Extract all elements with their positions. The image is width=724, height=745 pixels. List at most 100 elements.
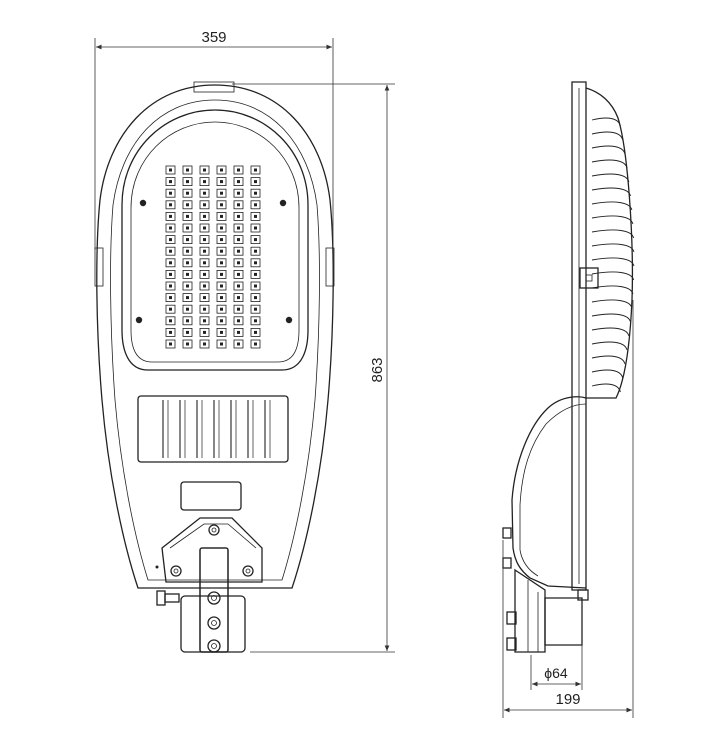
- led-chip: [199, 188, 210, 198]
- led-chip: [165, 327, 176, 337]
- led-chip: [216, 223, 227, 233]
- side-view: ϕ64: [502, 81, 635, 690]
- led-chip: [199, 269, 210, 279]
- led-chip: [165, 211, 176, 221]
- pole-adapter: [180, 547, 246, 653]
- led-chip: [250, 327, 261, 337]
- screw-icon: [135, 316, 143, 324]
- led-chip: [199, 177, 210, 187]
- led-chip: [165, 281, 176, 291]
- led-chip: [216, 304, 227, 314]
- mounting-bracket: [155, 517, 263, 583]
- led-chip: [250, 281, 261, 291]
- housing-outer: [96, 84, 334, 589]
- side-fin-body: [585, 87, 634, 399]
- side-fin: [591, 313, 631, 323]
- side-clip-left: [94, 247, 104, 287]
- led-chip: [199, 246, 210, 256]
- led-chip: [233, 200, 244, 210]
- led-chip: [216, 269, 227, 279]
- led-chip: [250, 258, 261, 268]
- side-fin: [591, 257, 635, 267]
- led-chip: [250, 339, 261, 349]
- led-chip: [182, 200, 193, 210]
- side-fin: [591, 215, 634, 225]
- side-fin: [591, 145, 626, 155]
- led-chip: [182, 246, 193, 256]
- side-fin: [591, 243, 635, 253]
- led-panel-outer: [121, 109, 309, 371]
- led-chip: [233, 304, 244, 314]
- led-chip: [165, 304, 176, 314]
- led-chip: [182, 293, 193, 303]
- led-chip: [233, 246, 244, 256]
- side-fin: [591, 369, 624, 379]
- side-hinge: [579, 267, 599, 289]
- led-chip: [250, 316, 261, 326]
- led-chip: [233, 316, 244, 326]
- led-chip: [233, 258, 244, 268]
- led-chip: [165, 188, 176, 198]
- led-chip: [250, 211, 261, 221]
- led-chip: [182, 223, 193, 233]
- led-chip: [250, 246, 261, 256]
- side-fin: [591, 117, 621, 127]
- side-fin: [591, 355, 626, 365]
- led-chip: [216, 246, 227, 256]
- led-array: [165, 165, 261, 349]
- led-chip: [165, 200, 176, 210]
- led-chip: [182, 269, 193, 279]
- pole-diameter-label: ϕ64: [544, 665, 568, 681]
- led-chip: [182, 258, 193, 268]
- grille-fin: [247, 400, 254, 458]
- led-chip: [233, 293, 244, 303]
- side-fin: [591, 173, 630, 183]
- led-chip: [250, 223, 261, 233]
- depth-label: 199: [555, 691, 580, 708]
- led-chip: [216, 281, 227, 291]
- led-chip: [250, 293, 261, 303]
- grille-fin: [213, 400, 220, 458]
- screw-icon: [285, 316, 293, 324]
- led-chip: [165, 177, 176, 187]
- grille-fin: [196, 400, 203, 458]
- led-chip: [165, 223, 176, 233]
- side-fin: [591, 201, 633, 211]
- led-chip: [182, 165, 193, 175]
- side-fin: [591, 131, 624, 141]
- height-label: 863: [369, 357, 386, 382]
- led-chip: [233, 235, 244, 245]
- led-chip: [250, 200, 261, 210]
- led-chip: [233, 339, 244, 349]
- led-chip: [182, 211, 193, 221]
- front-width-dimension: 359: [94, 29, 334, 250]
- side-fin: [591, 299, 633, 309]
- led-chip: [216, 200, 227, 210]
- led-chip: [182, 177, 193, 187]
- led-chip: [233, 177, 244, 187]
- grille-fin: [179, 400, 186, 458]
- led-chip: [233, 188, 244, 198]
- led-chip: [165, 316, 176, 326]
- led-chip: [199, 327, 210, 337]
- side-fin: [591, 383, 621, 393]
- led-chip: [165, 269, 176, 279]
- led-chip: [199, 316, 210, 326]
- led-chip: [250, 304, 261, 314]
- side-fin: [591, 327, 630, 337]
- led-chip: [199, 304, 210, 314]
- led-chip: [182, 235, 193, 245]
- grille-fin: [230, 400, 237, 458]
- led-chip: [165, 293, 176, 303]
- led-chip: [182, 316, 193, 326]
- led-chip: [216, 258, 227, 268]
- screw-icon: [139, 199, 147, 207]
- side-depth-dimension: 199: [502, 300, 634, 718]
- led-chip: [199, 211, 210, 221]
- led-chip: [216, 177, 227, 187]
- led-chip: [165, 339, 176, 349]
- led-chip: [216, 316, 227, 326]
- led-chip: [250, 177, 261, 187]
